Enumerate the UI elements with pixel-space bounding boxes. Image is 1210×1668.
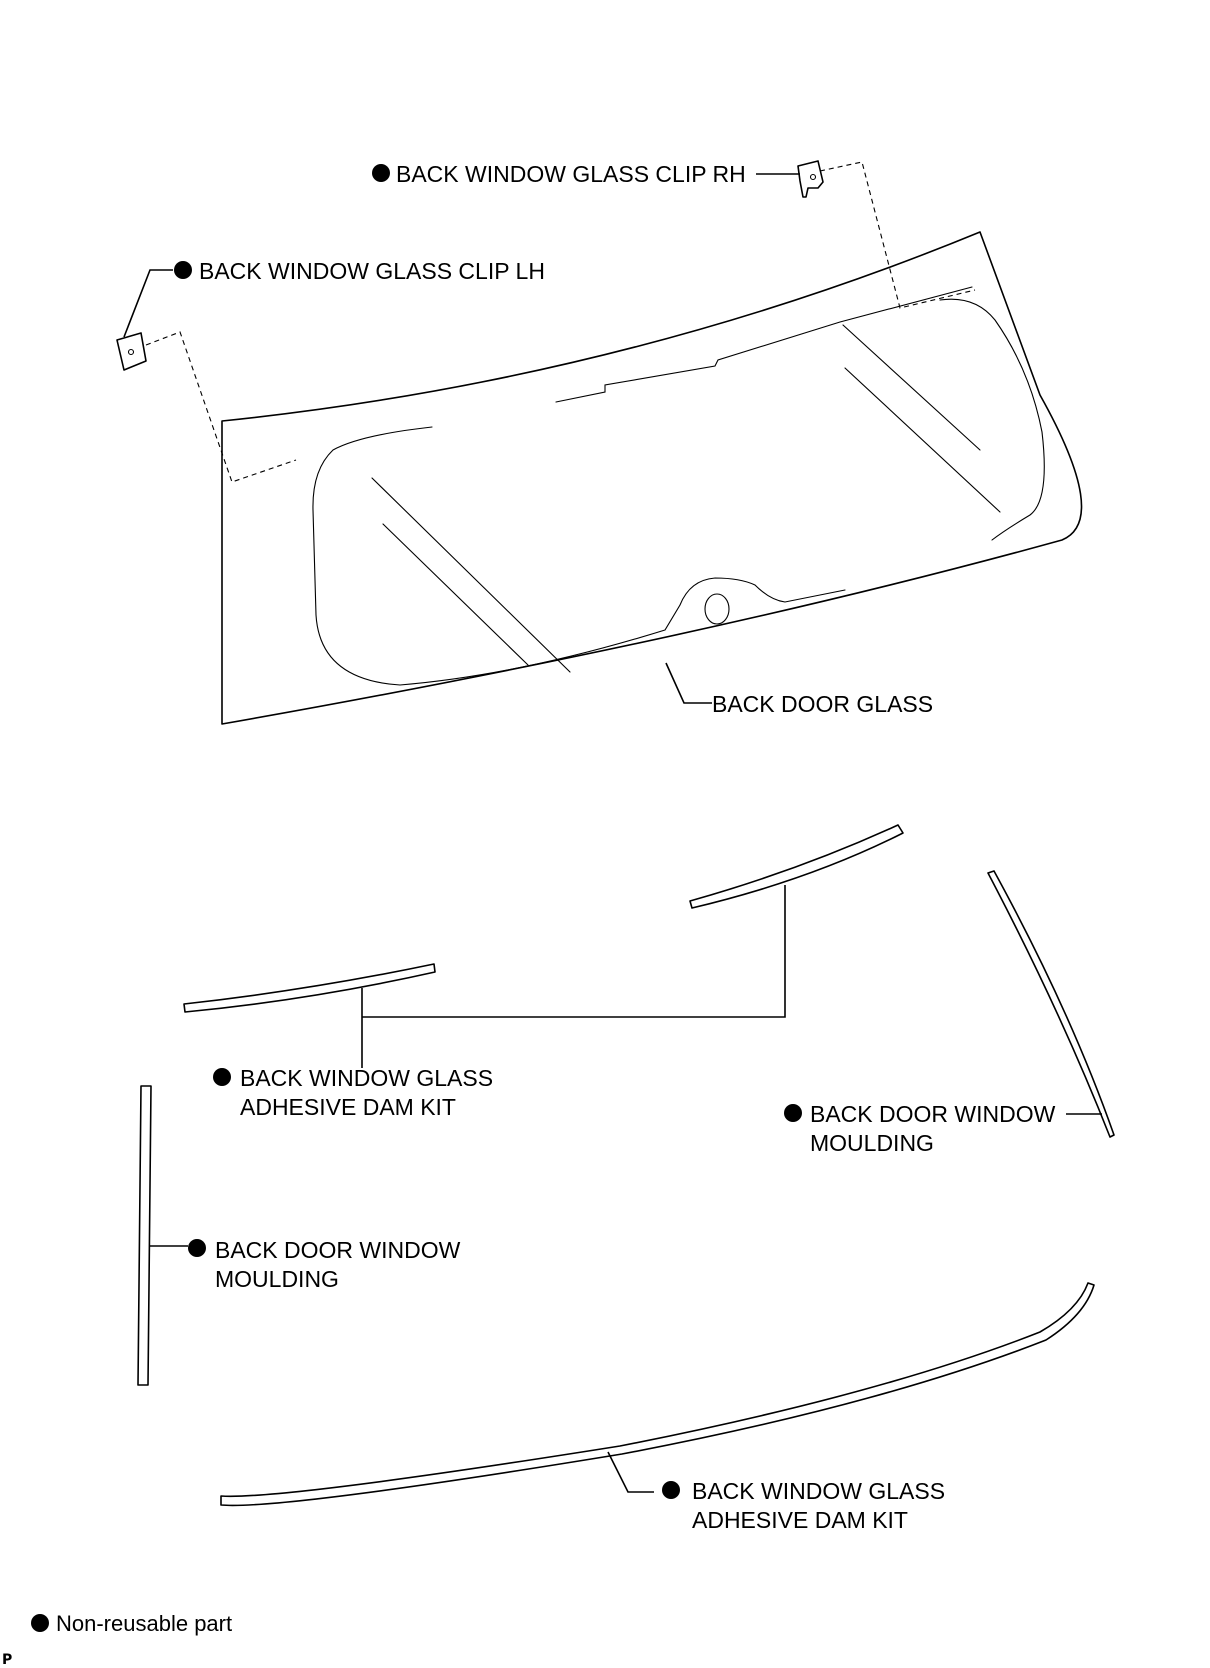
label-dam-kit-lower-line1: BACK WINDOW GLASS bbox=[692, 1478, 945, 1504]
leader-dam-kit-lower bbox=[607, 1451, 654, 1493]
label-clip-rh: BACK WINDOW GLASS CLIP RH bbox=[396, 161, 746, 187]
label-moulding-right-line2: MOULDING bbox=[810, 1130, 934, 1156]
dashed-guide-clip-lh bbox=[145, 331, 297, 483]
non-reusable-marker-icon bbox=[662, 1481, 680, 1499]
clip-lh bbox=[116, 332, 147, 371]
legend-non-reusable-marker-icon bbox=[31, 1614, 49, 1632]
label-dam-kit-upper-line1: BACK WINDOW GLASS bbox=[240, 1065, 493, 1091]
clip-rh bbox=[797, 160, 824, 198]
adhesive-dam-strip-lower bbox=[220, 1282, 1095, 1507]
non-reusable-marker-icon bbox=[174, 261, 192, 279]
leader-back-door-glass bbox=[665, 662, 712, 704]
back-door-window-moulding-left bbox=[137, 1085, 152, 1386]
non-reusable-marker-icon bbox=[213, 1068, 231, 1086]
label-back-door-glass: BACK DOOR GLASS bbox=[712, 691, 933, 717]
back-door-glass bbox=[221, 231, 1083, 725]
dashed-guide-clip-rh bbox=[819, 161, 976, 309]
non-reusable-marker-icon bbox=[188, 1239, 206, 1257]
label-moulding-left-line2: MOULDING bbox=[215, 1266, 339, 1292]
label-dam-kit-lower-line2: ADHESIVE DAM KIT bbox=[692, 1507, 908, 1533]
adhesive-dam-strip-upper-right bbox=[689, 824, 904, 909]
legend-non-reusable-text: Non-reusable part bbox=[56, 1611, 232, 1636]
adhesive-dam-strip-upper-left bbox=[183, 963, 436, 1013]
back-door-window-moulding-right bbox=[987, 870, 1115, 1138]
label-clip-lh: BACK WINDOW GLASS CLIP LH bbox=[199, 258, 545, 284]
non-reusable-marker-icon bbox=[784, 1104, 802, 1122]
label-moulding-right-line1: BACK DOOR WINDOW bbox=[810, 1101, 1056, 1127]
label-dam-kit-upper-line2: ADHESIVE DAM KIT bbox=[240, 1094, 456, 1120]
corner-mark: P bbox=[2, 1652, 12, 1668]
leader-dam-kit-upper bbox=[361, 885, 786, 1068]
leader-clip-lh bbox=[123, 269, 173, 338]
label-moulding-left-line1: BACK DOOR WINDOW bbox=[215, 1237, 461, 1263]
non-reusable-marker-icon bbox=[372, 164, 390, 182]
